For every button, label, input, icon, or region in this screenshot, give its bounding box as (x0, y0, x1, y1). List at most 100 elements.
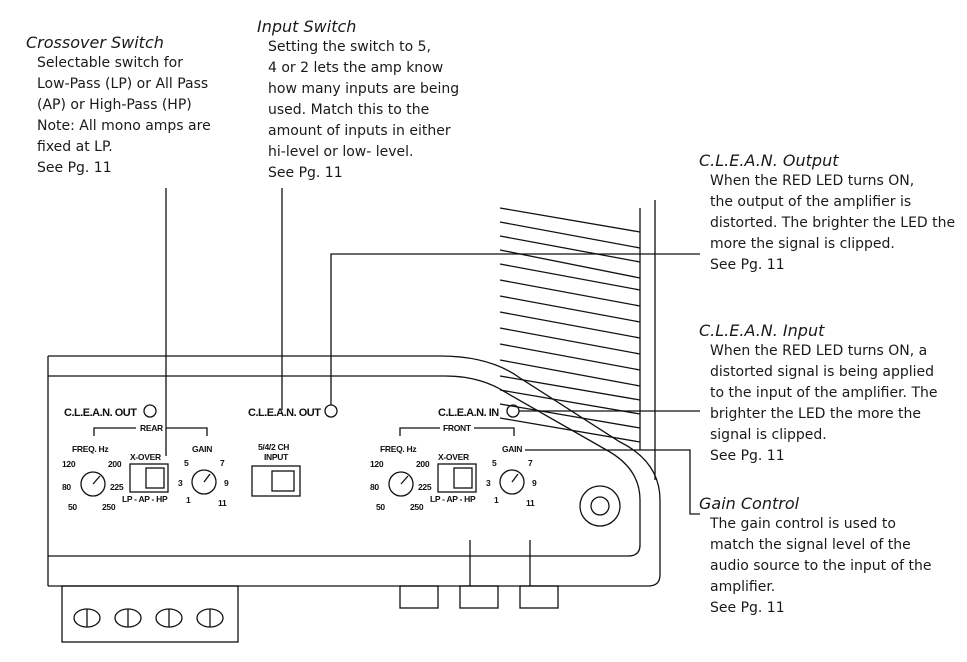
callout-line: 4 or 2 lets the amp know (268, 60, 444, 76)
clean-input-callout: C.L.E.A.N. Input When the RED LED turns … (699, 321, 938, 467)
freq-mark: 225 (418, 482, 432, 492)
callout-line: how many inputs are being (268, 81, 460, 97)
clean-out-rear-label: C.L.E.A.N. OUT (64, 407, 137, 419)
callout-line: audio source to the input of the (710, 558, 932, 574)
input-switch-callout: Input Switch Setting the switch to 5, 4 … (257, 17, 459, 184)
heatsink-fins (499, 200, 656, 480)
input-switch-bottom-label: INPUT (264, 452, 289, 462)
callout-line: (AP) or High-Pass (HP) (37, 97, 192, 113)
gain-mark: 3 (486, 478, 491, 488)
freq-mark: 80 (62, 482, 71, 492)
callout-line: match the signal level of the (710, 537, 911, 553)
input-switch[interactable] (251, 465, 301, 497)
speaker-terminal-block (61, 585, 239, 643)
input-switch-title: Input Switch (257, 17, 357, 36)
gain-mark: 1 (186, 495, 191, 505)
freq-mark: 120 (62, 459, 76, 469)
callout-line: more the signal is clipped. (710, 236, 895, 252)
callout-line: distorted. The brighter the LED the (710, 215, 956, 231)
gain-control-title: Gain Control (699, 494, 800, 513)
callout-line: Setting the switch to 5, (268, 39, 432, 55)
freq-knob-front[interactable] (388, 471, 414, 497)
crossover-switch-description: Selectable switch for Low-Pass (LP) or A… (26, 53, 211, 179)
callout-line: When the RED LED turns ON, (710, 173, 915, 189)
freq-mark: 120 (370, 459, 384, 469)
gain-mark: 5 (492, 458, 497, 468)
remote-jack (579, 485, 621, 527)
clean-output-callout: C.L.E.A.N. Output When the RED LED turns… (699, 151, 955, 276)
callout-line: See Pg. 11 (710, 448, 785, 464)
gain-mark: 11 (526, 498, 535, 508)
callout-line: Low-Pass (LP) or All Pass (37, 76, 209, 92)
freq-mark: 50 (376, 502, 385, 512)
callout-line: See Pg. 11 (710, 600, 785, 616)
freq-mark: 80 (370, 482, 379, 492)
xover-label-front: X-OVER (438, 452, 469, 462)
callout-line: See Pg. 11 (37, 160, 112, 176)
gain-mark: 9 (532, 478, 537, 488)
callout-line: See Pg. 11 (710, 257, 785, 273)
freq-mark: 250 (410, 502, 424, 512)
clean-output-title: C.L.E.A.N. Output (699, 151, 839, 170)
clean-in-label: C.L.E.A.N. IN (438, 407, 499, 419)
crossover-switch-callout: Crossover Switch Selectable switch for L… (26, 33, 211, 179)
clean-out-rear-led (143, 404, 157, 418)
callout-line: Note: All mono amps are (37, 118, 211, 134)
input-switch-top-label: 5/4/2 CH (258, 442, 289, 452)
callout-line: to the input of the amplifier. The (710, 385, 938, 401)
gain-mark: 7 (220, 458, 225, 468)
callout-line: See Pg. 11 (268, 165, 343, 181)
callout-line: signal is clipped. (710, 427, 827, 443)
freq-knob-rear[interactable] (80, 471, 106, 497)
clean-output-description: When the RED LED turns ON, the output of… (699, 171, 955, 276)
amp-body-outline (48, 355, 661, 587)
lp-ap-hp-label: LP - AP - HP (430, 494, 476, 504)
xover-label-rear: X-OVER (130, 452, 161, 462)
xover-switch-rear[interactable] (129, 463, 169, 493)
callout-line: the output of the amplifier is (710, 194, 912, 210)
gain-control-callout: Gain Control The gain control is used to… (699, 494, 932, 619)
gain-label-rear: GAIN (192, 444, 212, 454)
front-label: FRONT (443, 423, 472, 433)
gain-control-description: The gain control is used to match the si… (699, 514, 932, 619)
gain-mark: 5 (184, 458, 189, 468)
input-switch-description: Setting the switch to 5, 4 or 2 lets the… (257, 37, 459, 184)
rca-input-jacks (399, 540, 559, 609)
callout-line: fixed at LP. (37, 139, 113, 155)
callout-line: Selectable switch for (37, 55, 184, 71)
callout-line: brighter the LED the more the (710, 406, 922, 422)
freq-hz-label-front: FREQ. Hz (380, 444, 416, 454)
lp-ap-hp-label: LP - AP - HP (122, 494, 168, 504)
gain-mark: 9 (224, 478, 229, 488)
callout-line: distorted signal is being applied (710, 364, 935, 380)
freq-hz-label-rear: FREQ. Hz (72, 444, 108, 454)
clean-input-title: C.L.E.A.N. Input (699, 321, 825, 340)
gain-knob-rear[interactable] (191, 469, 217, 495)
callout-line: When the RED LED turns ON, a (710, 343, 928, 359)
gain-mark: 1 (494, 495, 499, 505)
gain-label-front: GAIN (502, 444, 522, 454)
freq-mark: 200 (416, 459, 430, 469)
clean-out-center-label: C.L.E.A.N. OUT (248, 407, 321, 419)
gain-mark: 3 (178, 478, 183, 488)
crossover-switch-title: Crossover Switch (26, 33, 164, 52)
callout-line: amplifier. (710, 579, 776, 595)
callout-line: hi-level or low- level. (268, 144, 414, 160)
callout-line: amount of inputs in either (268, 123, 451, 139)
callout-line: The gain control is used to (710, 516, 896, 532)
freq-mark: 200 (108, 459, 122, 469)
freq-mark: 250 (102, 502, 116, 512)
amp-panel-inner (48, 375, 641, 557)
gain-mark: 7 (528, 458, 533, 468)
clean-out-led (324, 404, 338, 418)
freq-mark: 50 (68, 502, 77, 512)
callout-line: used. Match this to the (268, 102, 430, 118)
gain-mark: 11 (218, 498, 227, 508)
clean-input-description: When the RED LED turns ON, a distorted s… (699, 341, 938, 467)
freq-mark: 225 (110, 482, 124, 492)
xover-switch-front[interactable] (437, 463, 477, 493)
gain-knob-front[interactable] (499, 469, 525, 495)
rear-label: REAR (140, 423, 163, 433)
leader-lines (165, 188, 700, 515)
